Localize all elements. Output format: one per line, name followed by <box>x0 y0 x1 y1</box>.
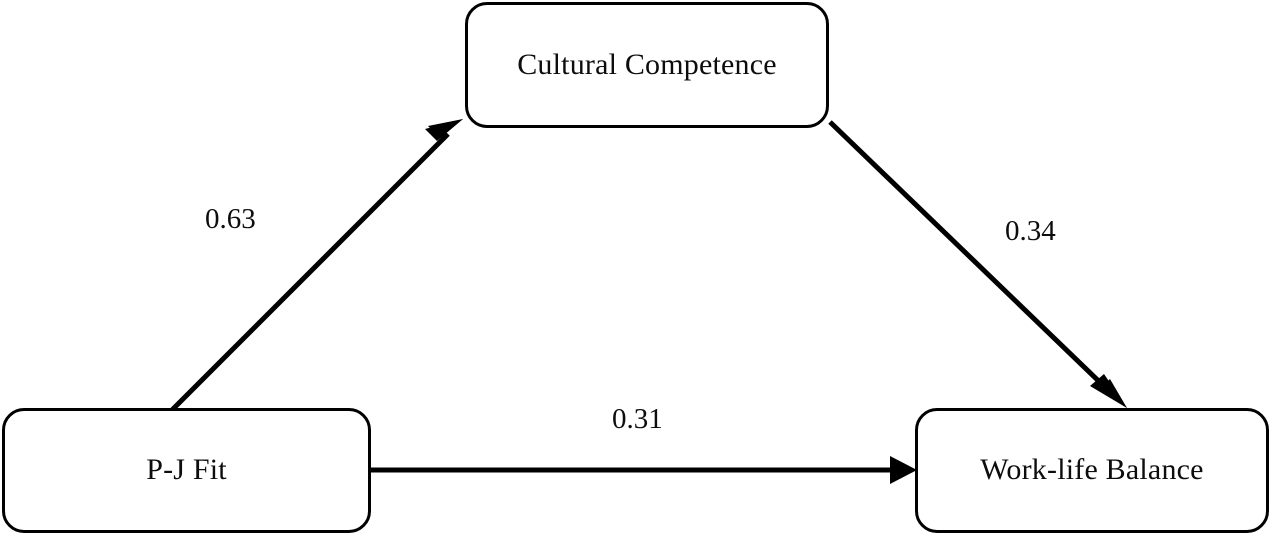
edge-b-path-coefficient-label: 0.34 <box>1005 215 1056 247</box>
edge-a-path-line <box>170 132 450 412</box>
edge-b-path-arrowhead-fill <box>1098 379 1127 408</box>
edge-b-path-cultural-competence-to-work-life-balance <box>828 120 1127 408</box>
node-pj-fit: P-J Fit <box>2 408 371 533</box>
node-cultural-competence-label: Cultural Competence <box>517 47 777 81</box>
edge-c-path-arrowhead <box>890 456 917 484</box>
edge-c-path-coefficient-label: 0.31 <box>612 403 663 435</box>
node-work-life-balance-label: Work-life Balance <box>980 453 1204 487</box>
edge-a-path-coefficient-label: 0.63 <box>205 203 256 235</box>
edge-a-path-arrowhead-fill <box>428 119 463 138</box>
node-cultural-competence: Cultural Competence <box>465 2 829 128</box>
node-pj-fit-label: P-J Fit <box>146 453 227 487</box>
node-work-life-balance: Work-life Balance <box>915 408 1269 533</box>
edge-c-path-pj-fit-to-work-life-balance <box>368 456 917 484</box>
edge-a-path-pj-fit-to-cultural-competence <box>170 119 463 412</box>
edge-b-path-line <box>828 120 1112 394</box>
